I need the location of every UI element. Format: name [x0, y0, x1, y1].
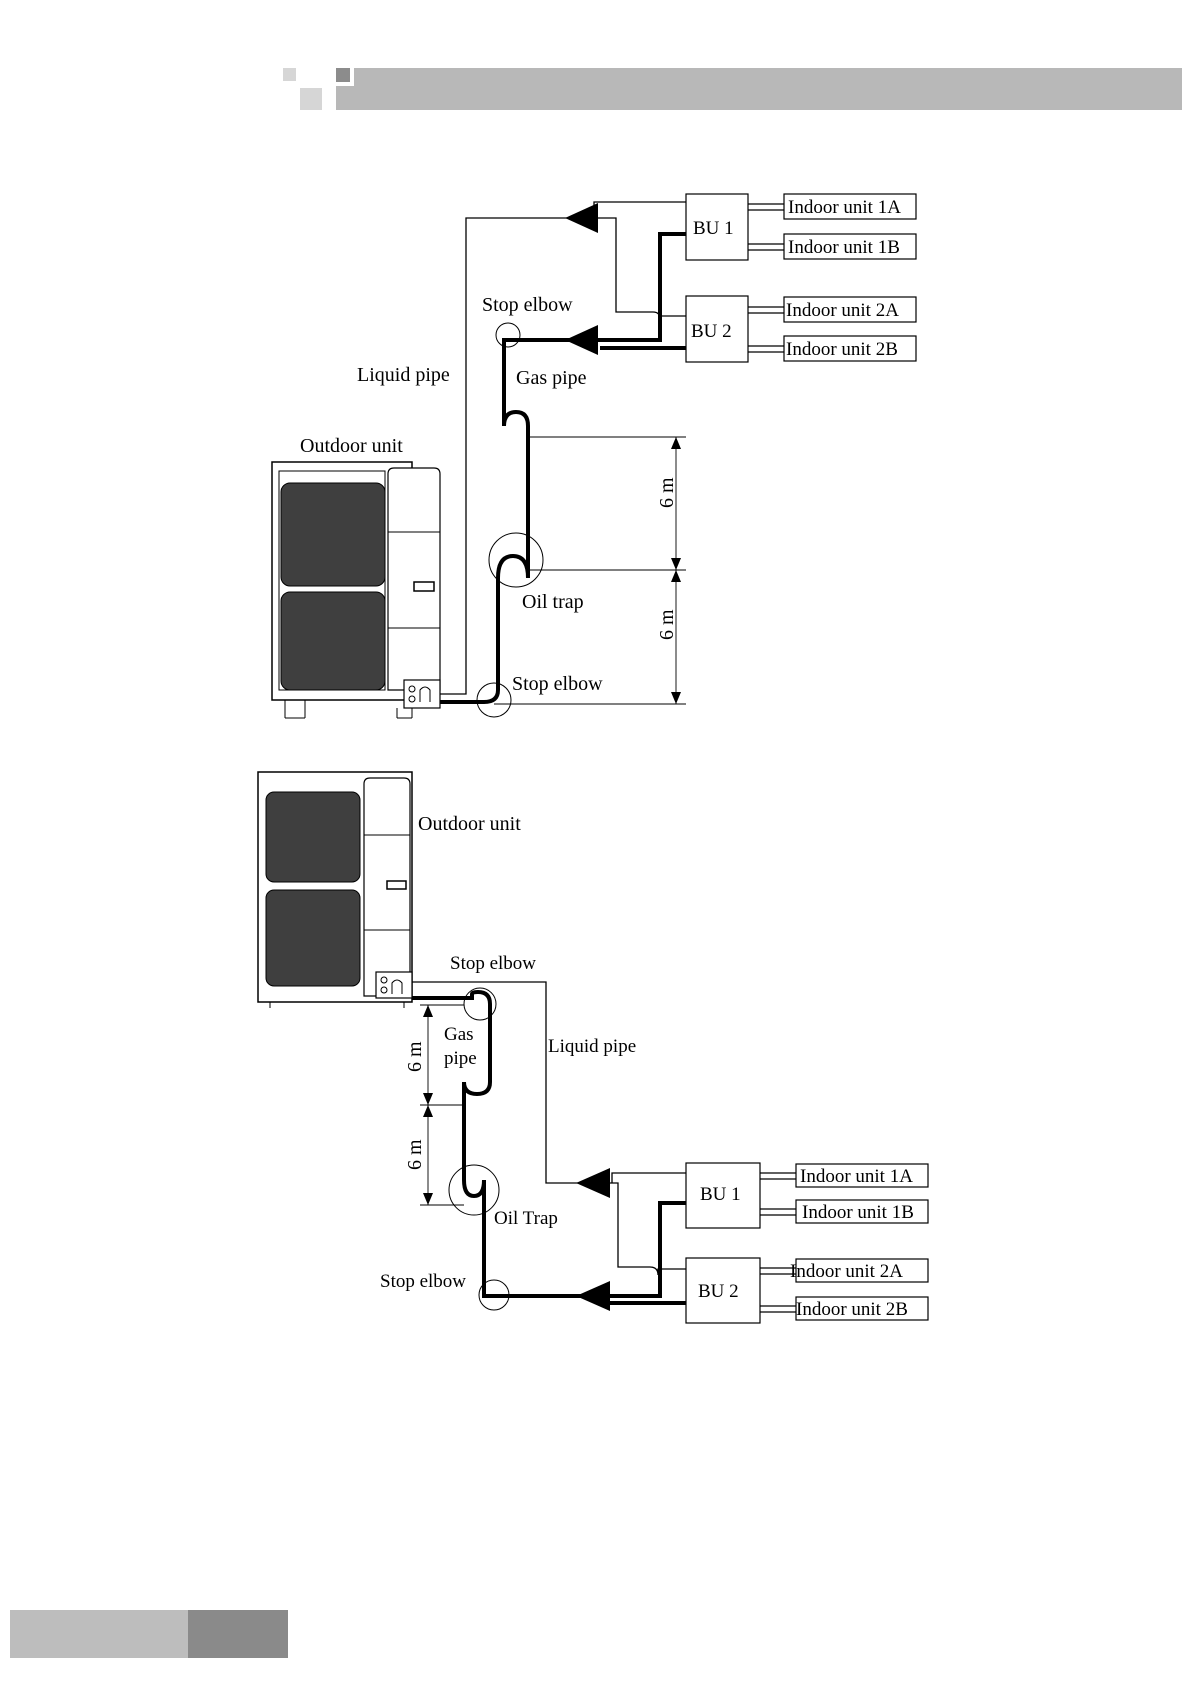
gas-arrow-top [565, 325, 598, 355]
bu2-label-top: BU 2 [691, 321, 732, 342]
liquid-pipe-label-top: Liquid pipe [357, 364, 450, 386]
header-decoration [283, 68, 1182, 110]
stop-elbow-upper-label-bottom: Stop elbow [450, 953, 536, 974]
gas-branch-top [586, 234, 686, 348]
liquid-arrow-top [565, 203, 598, 233]
outdoor-unit-label-top: Outdoor unit [300, 435, 403, 457]
footer-decoration [10, 1610, 288, 1658]
header-square-dark-overlay [336, 68, 350, 82]
oil-trap-circle-bottom [449, 1165, 499, 1215]
oil-trap-label-top: Oil trap [522, 591, 584, 613]
indoor-connectors-bottom [760, 1173, 796, 1312]
gas-pipe-label-bottom-2: pipe [444, 1048, 477, 1069]
stop-elbow-upper-label-top: Stop elbow [482, 294, 573, 316]
bu2-label-bottom: BU 2 [698, 1281, 739, 1302]
fan-panel-lower-bottom [266, 890, 360, 986]
fan-panel-upper [281, 483, 385, 586]
outdoor-unit-top [272, 462, 440, 718]
dim-upper-label-bottom: 6 m [404, 1041, 426, 1072]
indoor-connectors-top [748, 204, 784, 352]
liquid-arrow-bottom [576, 1168, 610, 1198]
liquid-pipe-bottom [412, 982, 580, 1183]
gas-pipe-top [440, 340, 586, 702]
outdoor-unit-label-bottom: Outdoor unit [418, 813, 521, 835]
indoor-1a-label-bottom: Indoor unit 1A [800, 1166, 913, 1187]
dim-lower-label-top: 6 m [656, 609, 678, 640]
header-square-light [283, 68, 296, 81]
header-bar-gap [336, 82, 352, 86]
liquid-pipe-label-bottom: Liquid pipe [548, 1036, 636, 1057]
stop-elbow-lower-label-bottom: Stop elbow [380, 1271, 466, 1292]
service-valve-icon-bottom [376, 972, 412, 998]
indoor-2a-label-bottom: Indoor unit 2A [790, 1261, 903, 1282]
fan-panel-lower [281, 592, 385, 690]
dim-lower-label-bottom: 6 m [404, 1139, 426, 1170]
dimension-lines-top [494, 437, 686, 704]
header-bar [336, 68, 1182, 110]
stop-elbow-circle-upper [496, 323, 520, 347]
gas-pipe-label-bottom-1: Gas [444, 1024, 474, 1045]
gas-pipe-label-top: Gas pipe [516, 367, 587, 389]
fan-panel-upper-bottom [266, 792, 360, 882]
indoor-2b-label-top: Indoor unit 2B [786, 339, 898, 360]
bu1-label-top: BU 1 [693, 218, 734, 239]
indoor-2b-label-bottom: Indoor unit 2B [796, 1299, 908, 1320]
liquid-pipe-top [440, 218, 580, 694]
oil-trap-label-bottom: Oil Trap [494, 1208, 558, 1229]
header-square-light-2 [300, 88, 322, 110]
header-bar-gap-2 [350, 68, 354, 86]
footer-bar-light [10, 1610, 188, 1658]
outdoor-unit-bottom [258, 772, 412, 1008]
bu1-label-bottom: BU 1 [700, 1184, 741, 1205]
stop-elbow-lower-label-top: Stop elbow [512, 673, 603, 695]
dim-upper-label-top: 6 m [656, 477, 678, 508]
oil-trap-circle [489, 533, 543, 587]
indoor-2a-label-top: Indoor unit 2A [786, 300, 899, 321]
gas-arrow-bottom [576, 1281, 610, 1311]
indoor-1b-label-bottom: Indoor unit 1B [802, 1202, 914, 1223]
indoor-1b-label-top: Indoor unit 1B [788, 237, 900, 258]
service-valve-icon [404, 680, 440, 708]
indoor-1a-label-top: Indoor unit 1A [788, 197, 901, 218]
footer-bar-dark [188, 1610, 288, 1658]
diagram-bottom-labels: Outdoor unit Stop elbow Gas pipe Liquid … [380, 813, 914, 1320]
